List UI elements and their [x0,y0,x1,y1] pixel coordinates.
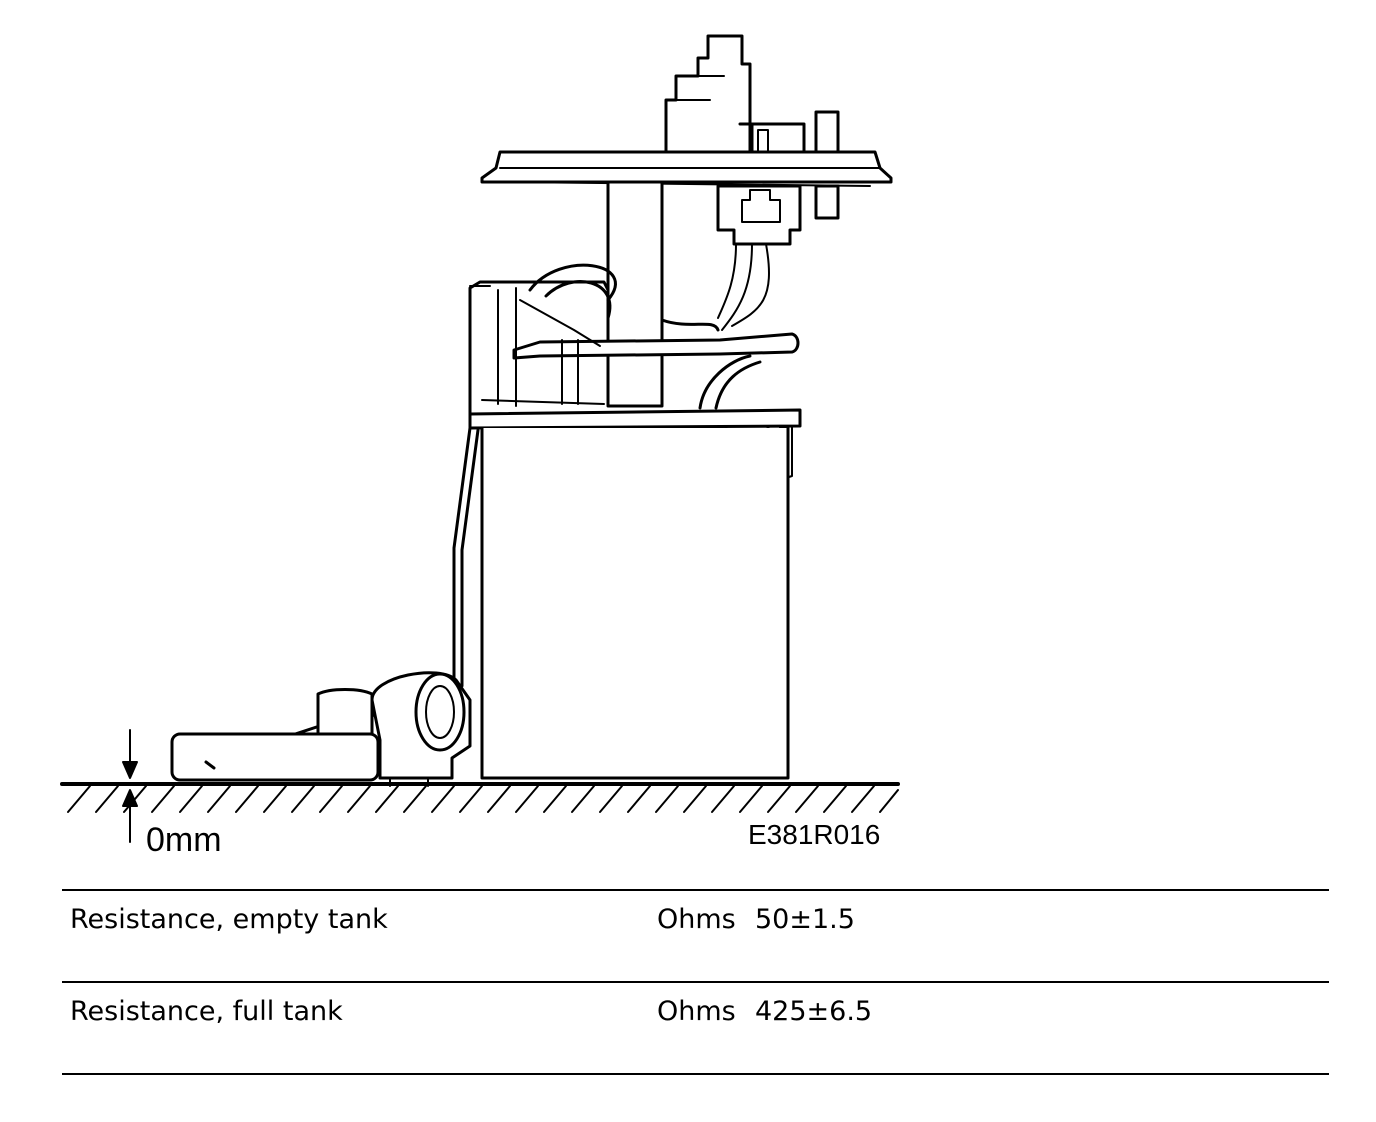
fuel-sender-diagram [60,34,900,843]
spec-label: Resistance, full tank [70,996,343,1027]
mounting-flange [480,150,893,187]
reservoir-upper-housing [468,280,610,416]
dimension-label: 0mm [146,821,222,859]
reservoir-body [480,426,790,780]
spec-unit: Ohms [657,996,736,1027]
table-row: Resistance, full tank Ohms 425±6.5 [62,983,1329,1073]
sender-pivot [370,671,472,787]
spec-table: Resistance, empty tank Ohms 50±1.5 Resis… [62,889,1329,1075]
table-rule [62,1073,1329,1075]
dimension-arrows [122,729,138,843]
ground-surface [60,782,900,813]
table-rule [62,889,1329,891]
table-row: Resistance, empty tank Ohms 50±1.5 [62,891,1329,981]
central-tube [606,180,664,408]
spec-unit: Ohms [657,904,736,935]
electrical-connector [664,34,840,220]
wiring-plug [716,184,802,331]
spec-value: 50±1.5 [755,904,855,935]
spec-label: Resistance, empty tank [70,904,388,935]
figure-reference-code: E381R016 [748,819,881,850]
float [170,688,380,782]
table-rule [62,981,1329,983]
fuel-hose [512,263,800,410]
spec-value: 425±6.5 [755,996,873,1027]
